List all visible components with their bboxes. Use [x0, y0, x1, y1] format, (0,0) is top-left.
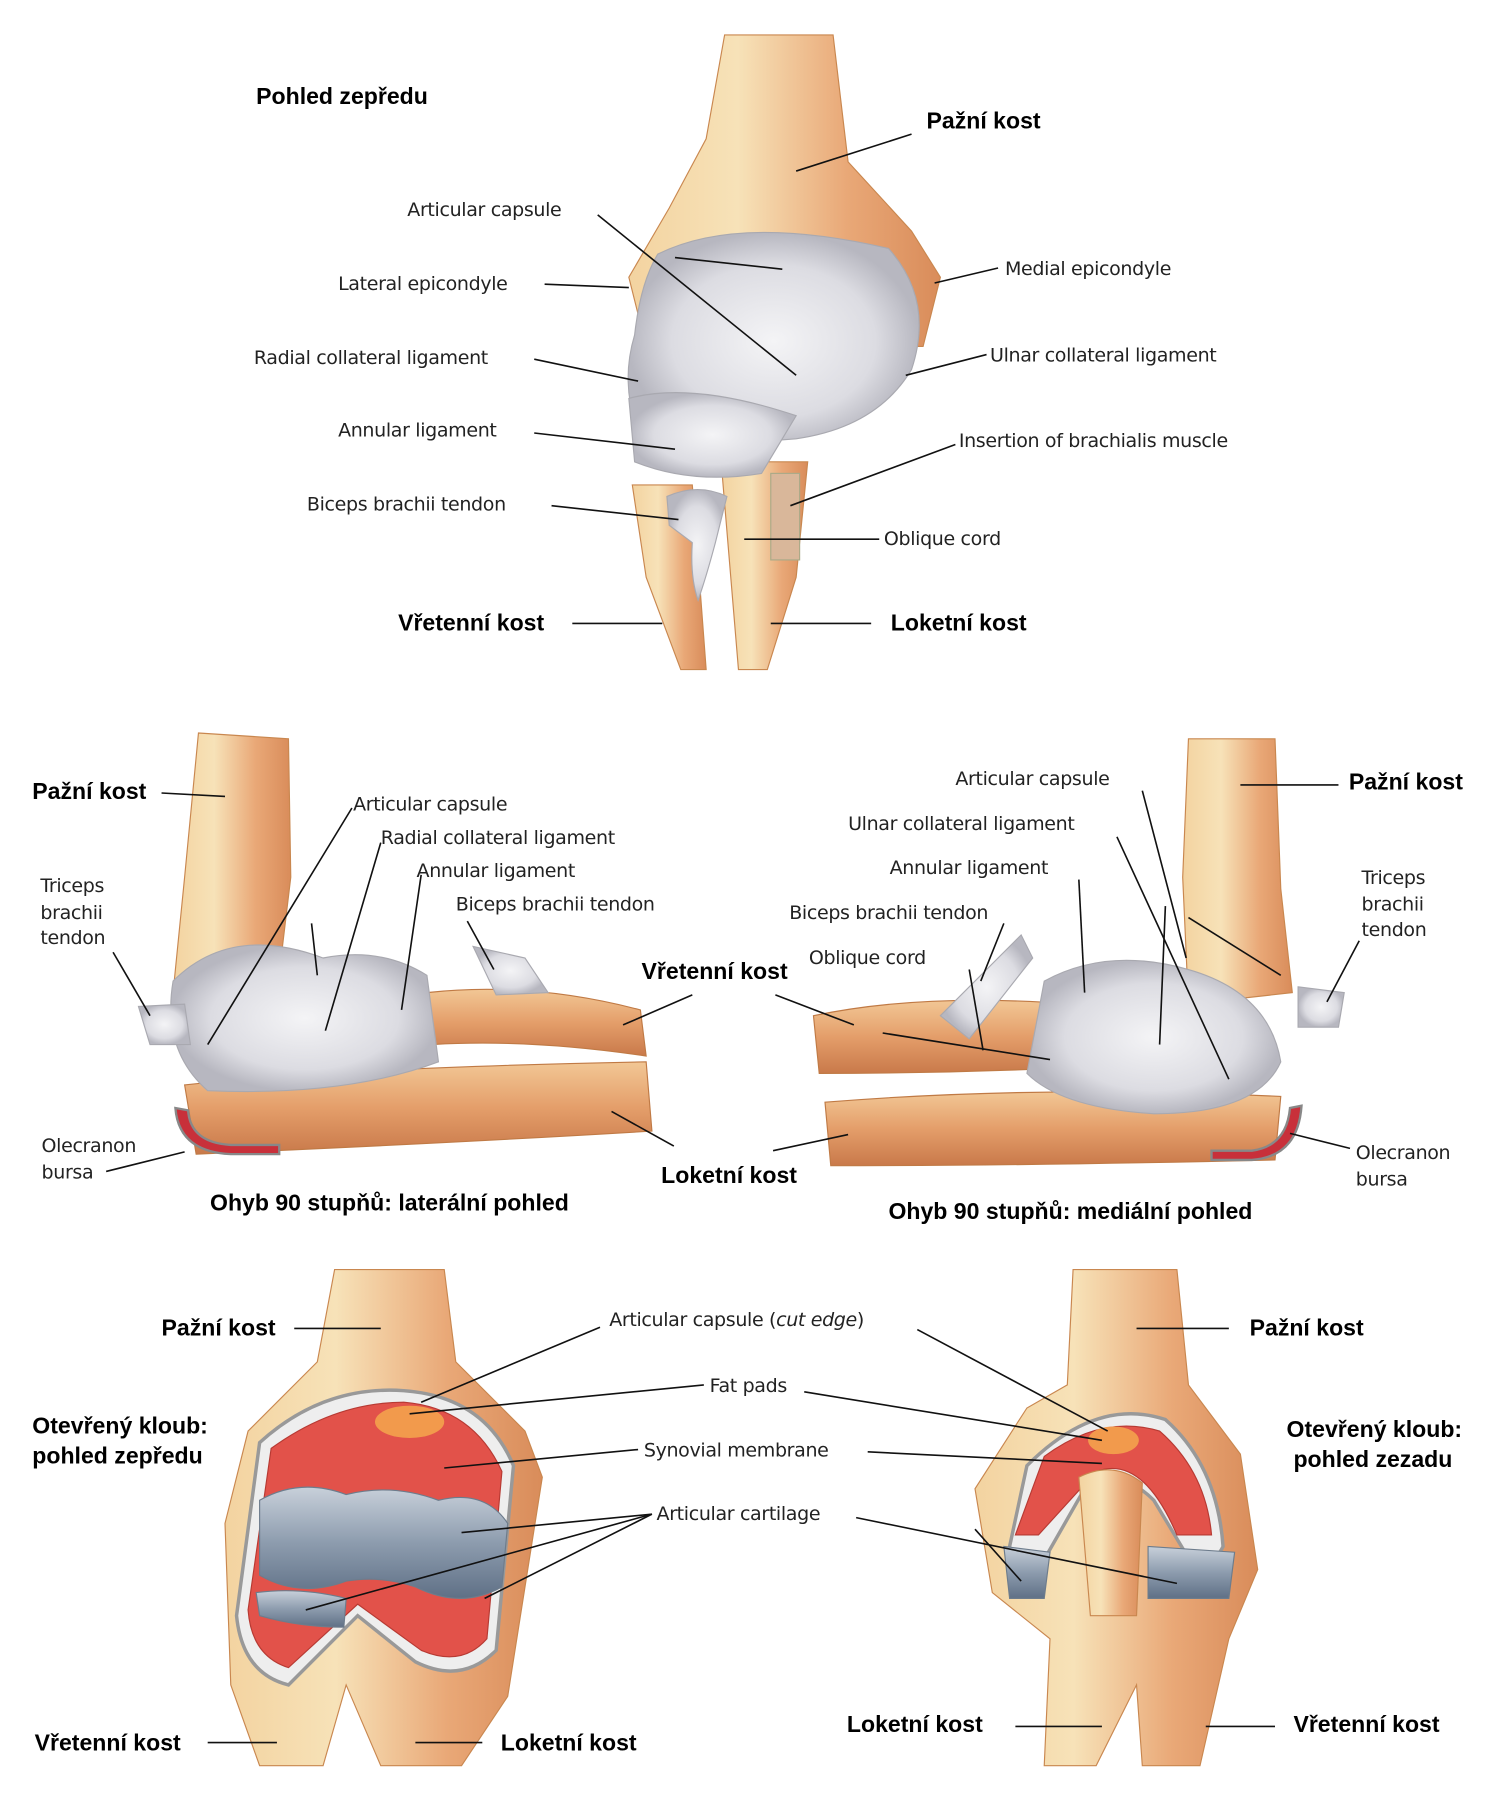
- annular-ligament-front: [628, 392, 798, 478]
- label-ulna: Loketní kost: [891, 609, 1027, 635]
- biceps-tendon-lateral: [472, 945, 550, 996]
- triceps-tendon-medial: [1297, 986, 1345, 1028]
- medial-label-annular-ligament: Annular ligament: [890, 857, 1048, 879]
- lateral-label-triceps-1: Triceps: [39, 875, 104, 897]
- open-anterior-label-ulna: Loketní kost: [501, 1730, 637, 1756]
- lateral-view-caption: Ohyb 90 stupňů: laterální pohled: [210, 1190, 569, 1216]
- open-anterior-label-radius: Vřetenní kost: [35, 1730, 181, 1756]
- front-view-illustration: [627, 34, 942, 671]
- open-posterior-title-1: Otevřený kloub:: [1287, 1416, 1463, 1442]
- medial-label-olecranon-2: bursa: [1356, 1168, 1408, 1190]
- label-biceps-brachii-tendon: Biceps brachii tendon: [307, 493, 506, 515]
- medial-label-oblique-cord: Oblique cord: [809, 947, 926, 969]
- lateral-label-radius: Vřetenní kost: [642, 958, 788, 984]
- open-posterior-label-humerus: Pažní kost: [1250, 1314, 1364, 1340]
- olecranon-posterior: [1078, 1469, 1143, 1617]
- open-anterior-title-2: pohled zepředu: [32, 1442, 202, 1468]
- lateral-view-illustration: [137, 732, 653, 1156]
- lateral-label-triceps-3: tendon: [40, 927, 105, 949]
- open-joint-posterior-leaders: [804, 1327, 1275, 1728]
- triceps-tendon-lateral: [137, 1003, 192, 1046]
- radial-head-cartilage-anterior: [255, 1590, 347, 1628]
- lateral-view-leaders: [105, 792, 693, 1173]
- label-radius: Vřetenní kost: [398, 609, 544, 635]
- open-posterior-label-radius: Vřetenní kost: [1293, 1711, 1439, 1737]
- lateral-label-olecranon-2: bursa: [42, 1161, 94, 1183]
- medial-view-illustration: [812, 738, 1345, 1167]
- brachialis-insertion: [770, 472, 801, 561]
- label-oblique-cord: Oblique cord: [884, 528, 1001, 550]
- open-joint-anterior-illustration: [224, 1268, 543, 1767]
- medial-label-ulnar-collateral-ligament: Ulnar collateral ligament: [848, 813, 1074, 835]
- medial-view-caption: Ohyb 90 stupňů: mediální pohled: [888, 1198, 1252, 1224]
- label-annular-ligament: Annular ligament: [338, 419, 496, 441]
- cartilage-posterior-right: [1147, 1545, 1236, 1599]
- label-humerus: Pažní kost: [927, 107, 1041, 133]
- humerus-medial: [1182, 738, 1293, 1005]
- front-view-leaders: [534, 133, 999, 625]
- lateral-label-annular-ligament: Annular ligament: [417, 860, 575, 882]
- lateral-label-articular-capsule: Articular capsule: [353, 793, 507, 815]
- label-radial-collateral-ligament: Radial collateral ligament: [254, 347, 488, 369]
- label-articular-capsule: Articular capsule: [407, 199, 561, 221]
- olecranon-bursa-medial: [1210, 1104, 1303, 1162]
- medial-label-triceps-1: Triceps: [1361, 867, 1426, 889]
- olecranon-bursa-lateral: [174, 1106, 281, 1156]
- cartilage-posterior-left: [1003, 1545, 1051, 1599]
- open-joint-anterior-leaders: [207, 1326, 704, 1744]
- label-synovial-membrane: Synovial membrane: [644, 1439, 829, 1461]
- medial-label-olecranon-1: Olecranon: [1356, 1142, 1451, 1164]
- fat-pad-anterior: [375, 1405, 445, 1438]
- fat-pad-posterior: [1088, 1426, 1139, 1455]
- front-view-title: Pohled zepředu: [256, 83, 428, 109]
- lateral-label-olecranon-1: Olecranon: [42, 1135, 136, 1157]
- capsule-medial: [1026, 959, 1282, 1115]
- open-joint-posterior-illustration: [974, 1268, 1259, 1767]
- label-insertion-brachialis: Insertion of brachialis muscle: [959, 430, 1228, 452]
- medial-label-articular-capsule: Articular capsule: [955, 768, 1109, 790]
- radius-lateral: [426, 988, 647, 1057]
- lateral-label-radial-collateral-ligament: Radial collateral ligament: [381, 827, 615, 849]
- medial-label-biceps-brachii-tendon: Biceps brachii tendon: [789, 902, 988, 924]
- lateral-label-ulna: Loketní kost: [661, 1162, 797, 1188]
- open-anterior-label-humerus: Pažní kost: [162, 1314, 276, 1340]
- open-anterior-title-1: Otevřený kloub:: [32, 1412, 208, 1438]
- medial-view-leaders: [772, 784, 1360, 1152]
- medial-label-humerus: Pažní kost: [1349, 769, 1463, 795]
- label-fat-pads: Fat pads: [710, 1375, 787, 1397]
- open-posterior-label-ulna: Loketní kost: [847, 1711, 983, 1737]
- label-ulnar-collateral-ligament: Ulnar collateral ligament: [990, 344, 1216, 366]
- open-posterior-title-2: pohled zezadu: [1293, 1446, 1452, 1472]
- label-lateral-epicondyle: Lateral epicondyle: [338, 273, 507, 295]
- label-articular-cartilage: Articular cartilage: [657, 1503, 821, 1525]
- label-medial-epicondyle: Medial epicondyle: [1005, 258, 1171, 280]
- capsule-lateral: [170, 944, 440, 1093]
- lateral-label-biceps-brachii-tendon: Biceps brachii tendon: [456, 894, 655, 916]
- lateral-label-triceps-2: brachii: [40, 902, 102, 924]
- medial-label-triceps-3: tendon: [1362, 919, 1427, 941]
- label-articular-capsule-cut-edge: Articular capsule (cut edge): [609, 1309, 864, 1331]
- biceps-tendon-medial: [939, 933, 1034, 1040]
- lateral-label-humerus: Pažní kost: [32, 778, 146, 804]
- medial-label-triceps-2: brachii: [1362, 894, 1424, 916]
- biceps-tendon-front: [666, 489, 728, 603]
